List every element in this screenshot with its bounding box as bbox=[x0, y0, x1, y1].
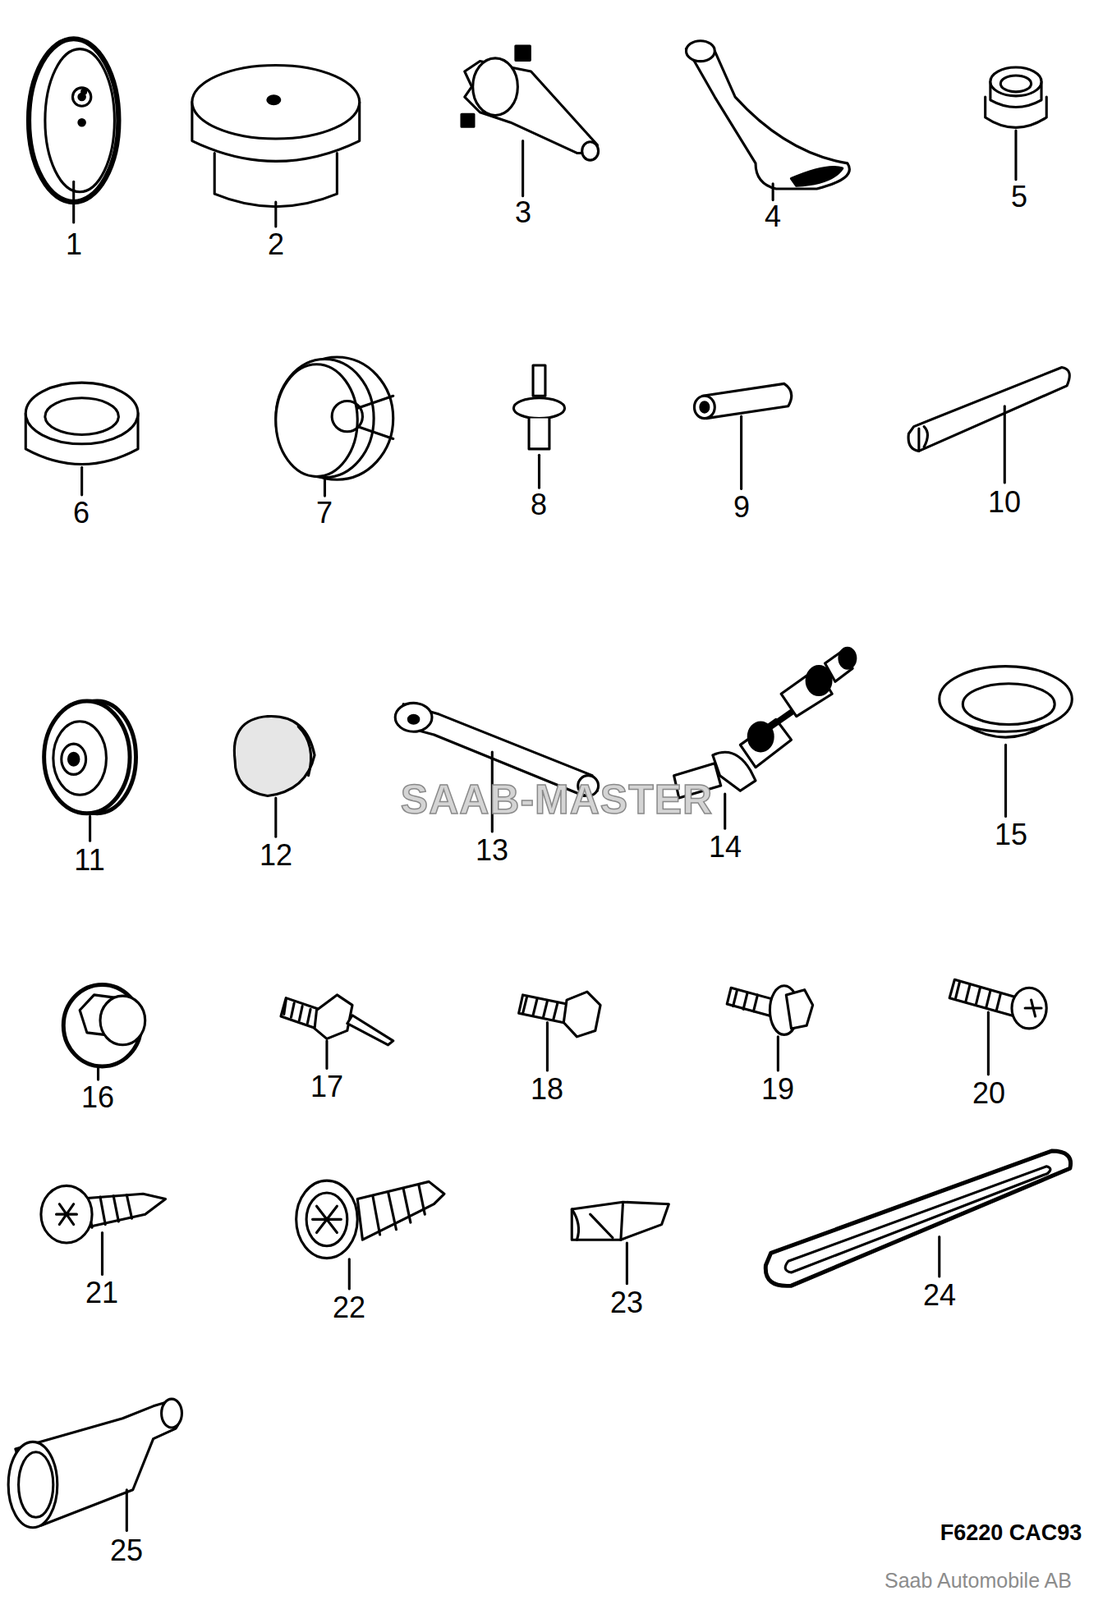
callout-number: 12 bbox=[259, 840, 293, 871]
callout-number: 11 bbox=[73, 845, 105, 876]
callout-number: 9 bbox=[733, 492, 750, 523]
callout-number: 14 bbox=[708, 832, 742, 863]
callout-number: 7 bbox=[316, 498, 333, 529]
callout-number: 18 bbox=[530, 1075, 564, 1105]
callout-number: 21 bbox=[85, 1278, 119, 1309]
callout-number: 25 bbox=[110, 1536, 143, 1567]
callout-number: 5 bbox=[1010, 182, 1028, 212]
watermark: SAAB-MASTER bbox=[400, 779, 713, 821]
callout-number: 8 bbox=[530, 490, 547, 520]
callout-number: 1 bbox=[65, 229, 83, 260]
callout-number: 16 bbox=[81, 1083, 115, 1113]
copyright-note: Saab Automobile AB bbox=[884, 1571, 1072, 1592]
callout-number: 13 bbox=[475, 836, 509, 866]
callout-number: 17 bbox=[310, 1072, 344, 1103]
callout-number: 3 bbox=[514, 197, 532, 228]
callout-number: 6 bbox=[73, 498, 90, 529]
callout-number: 19 bbox=[761, 1075, 795, 1105]
callout-number: 10 bbox=[987, 487, 1021, 518]
callout-number: 4 bbox=[764, 202, 782, 232]
callout-number: 2 bbox=[267, 229, 285, 260]
callout-number: 24 bbox=[923, 1281, 956, 1311]
callout-number: 23 bbox=[610, 1288, 644, 1319]
callout-number: 15 bbox=[994, 820, 1028, 851]
callout-number: 20 bbox=[972, 1079, 1006, 1109]
callout-number: 22 bbox=[332, 1293, 366, 1324]
figure-code: F6220 CAC93 bbox=[940, 1522, 1083, 1545]
